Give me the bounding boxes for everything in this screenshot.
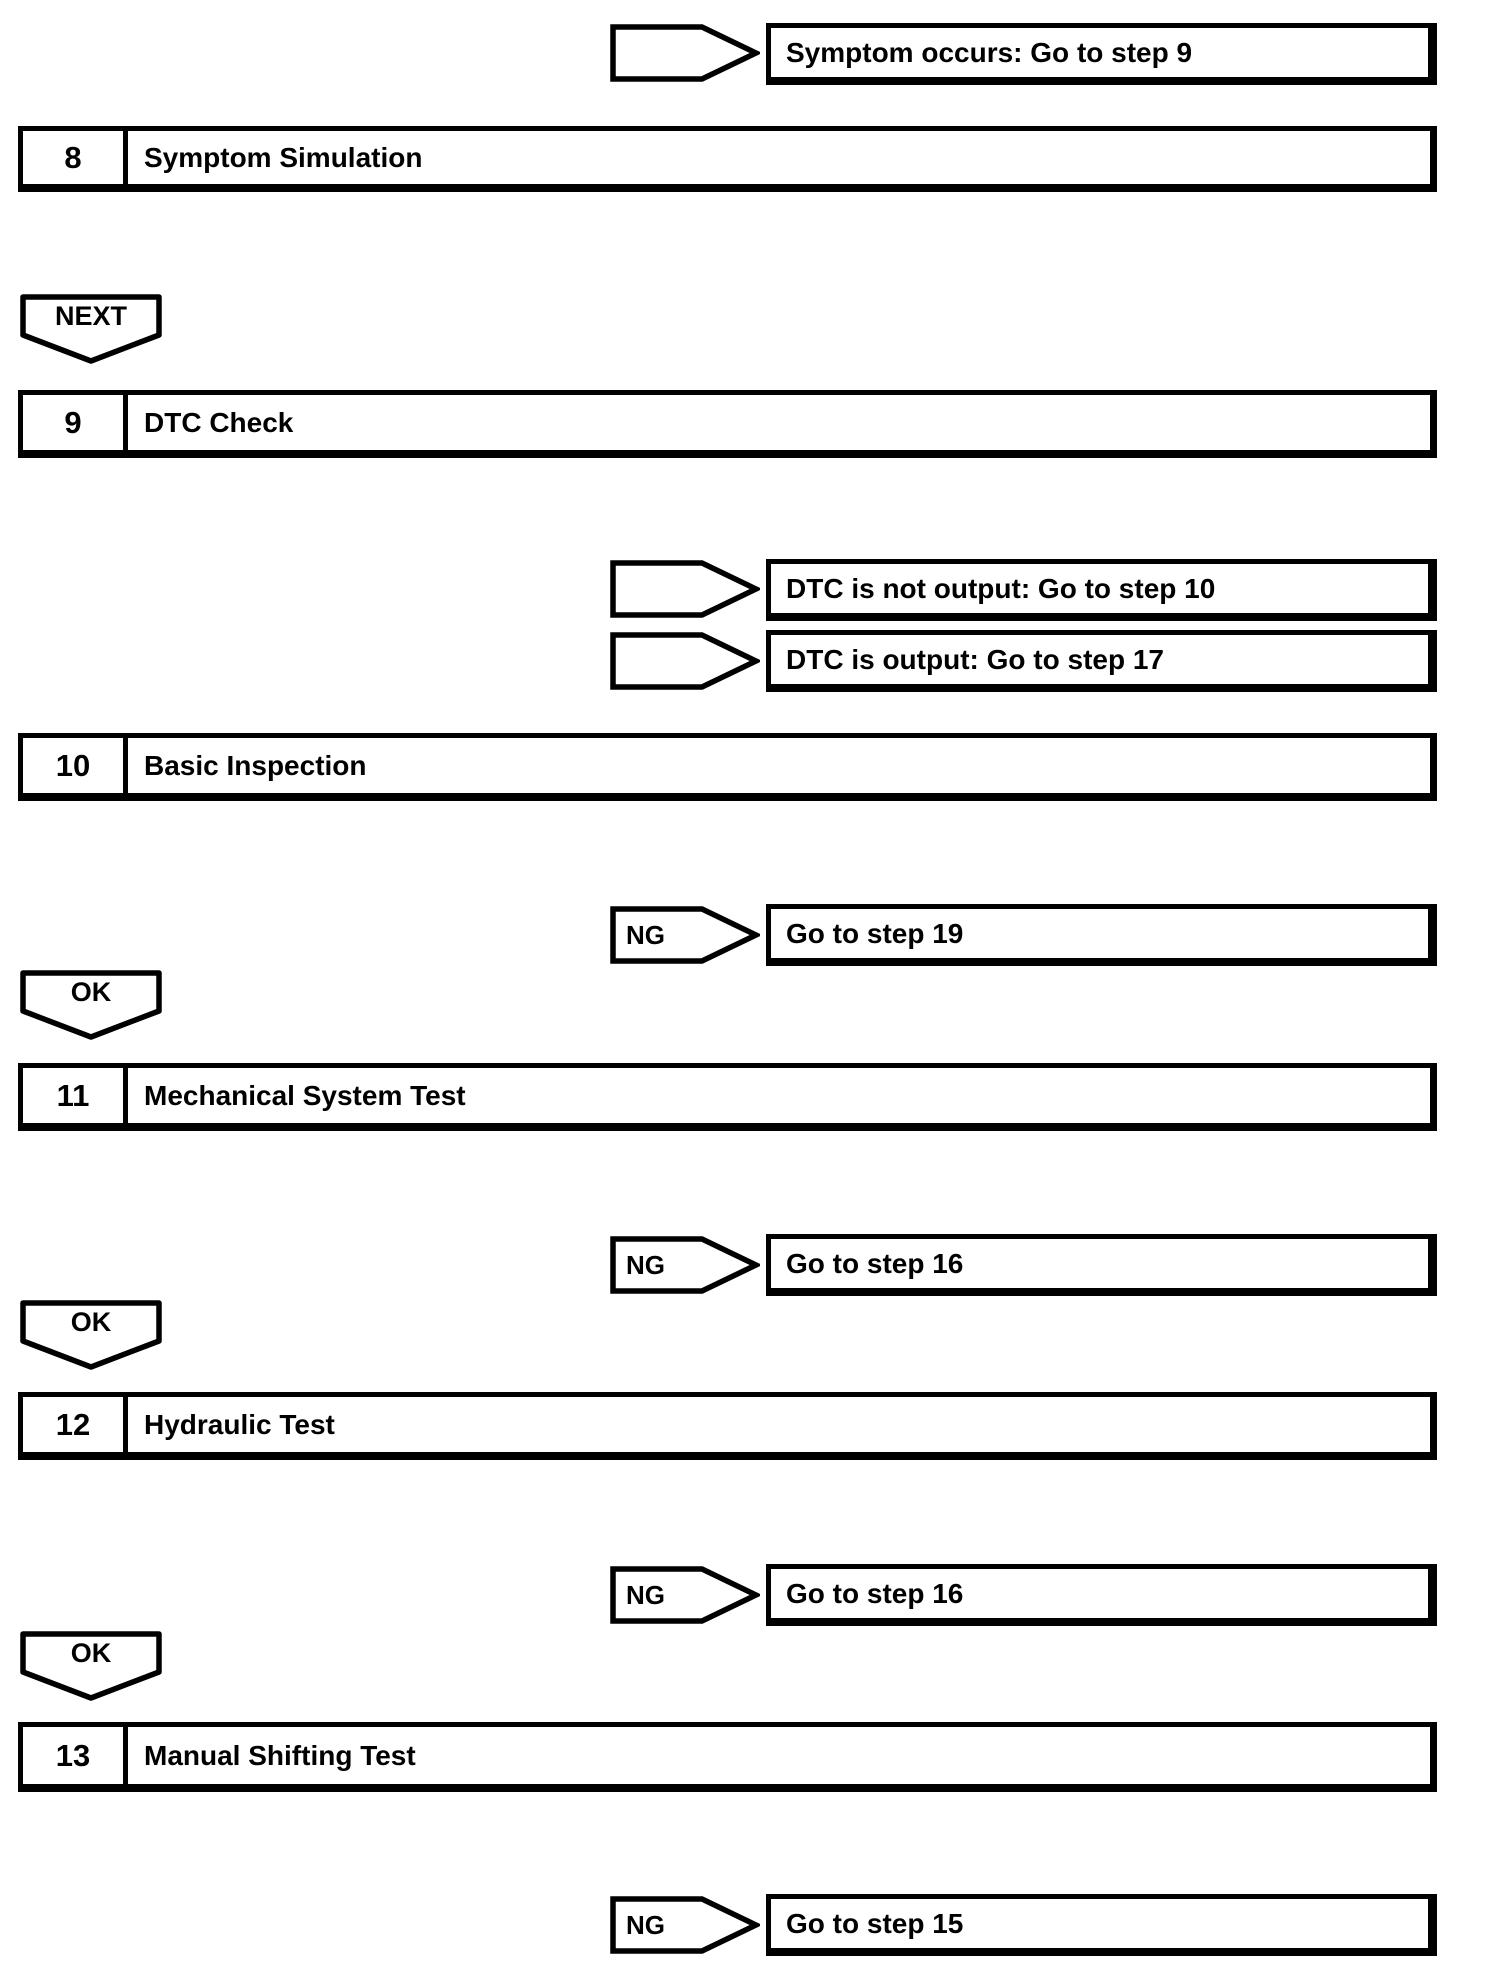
ng-flow-arrow-icon: NG xyxy=(610,906,760,964)
flow-arrow-icon xyxy=(610,24,760,82)
arrow-tag-label: NG xyxy=(626,1579,665,1610)
connector-label: OK xyxy=(70,1638,112,1668)
step-box: 8 Symptom Simulation xyxy=(18,126,1437,192)
step-box: 10 Basic Inspection xyxy=(18,733,1437,801)
arrow-tag-label: NG xyxy=(626,1249,665,1280)
result-box: Go to step 16 xyxy=(766,1564,1437,1626)
step-number: 8 xyxy=(23,131,128,184)
result-box: Go to step 19 xyxy=(766,904,1437,966)
step-box: 11 Mechanical System Test xyxy=(18,1063,1437,1131)
result-box: Symptom occurs: Go to step 9 xyxy=(766,23,1437,85)
result-text: Go to step 16 xyxy=(786,1577,964,1609)
ng-flow-arrow-icon: NG xyxy=(610,1566,760,1624)
result-box: DTC is not output: Go to step 10 xyxy=(766,559,1437,621)
result-text: Go to step 16 xyxy=(786,1247,964,1279)
ok-connector: OK xyxy=(20,970,162,1042)
step-number: 11 xyxy=(23,1068,128,1123)
arrow-tag-label: NG xyxy=(626,919,665,950)
flow-arrow-icon xyxy=(610,560,760,618)
step-number: 13 xyxy=(23,1727,128,1784)
step-title: Basic Inspection xyxy=(144,749,367,781)
result-text: DTC is not output: Go to step 10 xyxy=(786,572,1216,604)
connector-label: OK xyxy=(70,1307,112,1337)
step-title: Mechanical System Test xyxy=(144,1079,466,1111)
arrow-tag-label: NG xyxy=(626,1909,665,1940)
result-box: DTC is output: Go to step 17 xyxy=(766,630,1437,692)
result-text: Symptom occurs: Go to step 9 xyxy=(786,36,1193,68)
ng-flow-arrow-icon: NG xyxy=(610,1896,760,1954)
connector-label: NEXT xyxy=(54,301,127,331)
step-title: Hydraulic Test xyxy=(144,1408,335,1440)
step-box: 13 Manual Shifting Test xyxy=(18,1722,1437,1792)
step-title: Manual Shifting Test xyxy=(144,1739,416,1771)
step-title: Symptom Simulation xyxy=(144,141,423,173)
ok-connector: OK xyxy=(20,1631,162,1703)
result-text: DTC is output: Go to step 17 xyxy=(786,643,1164,675)
ng-flow-arrow-icon: NG xyxy=(610,1236,760,1294)
result-text: Go to step 15 xyxy=(786,1907,964,1939)
result-text: Go to step 19 xyxy=(786,917,964,949)
ok-connector: OK xyxy=(20,1300,162,1372)
connector-label: OK xyxy=(70,977,112,1007)
step-title: DTC Check xyxy=(144,406,294,438)
step-box: 9 DTC Check xyxy=(18,390,1437,458)
flow-arrow-icon xyxy=(610,632,760,690)
step-number: 12 xyxy=(23,1397,128,1452)
result-box: Go to step 15 xyxy=(766,1894,1437,1956)
result-box: Go to step 16 xyxy=(766,1234,1437,1296)
step-number: 10 xyxy=(23,738,128,793)
next-connector: NEXT xyxy=(20,294,162,366)
step-number: 9 xyxy=(23,395,128,450)
step-box: 12 Hydraulic Test xyxy=(18,1392,1437,1460)
